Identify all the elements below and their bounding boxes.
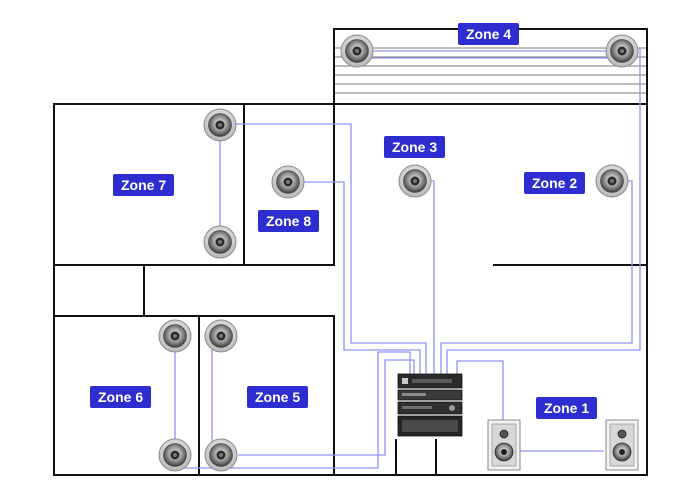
ceiling-speaker-icon xyxy=(595,164,629,198)
ceiling-speaker-icon xyxy=(398,164,432,198)
ceiling-speaker-icon xyxy=(271,165,305,199)
zone-4-label: Zone 4 xyxy=(458,23,520,45)
deck-lines xyxy=(334,47,646,94)
zone-8-label: Zone 8 xyxy=(258,210,320,232)
ceiling-speaker-icon xyxy=(340,34,374,68)
zone-7-label: Zone 7 xyxy=(113,174,175,196)
ceiling-speaker-icon xyxy=(203,108,237,142)
wall-speakers xyxy=(487,419,639,471)
ceiling-speaker-icon xyxy=(158,319,192,353)
zone-1-label: Zone 1 xyxy=(536,397,598,419)
ceiling-speaker-icon xyxy=(204,438,238,472)
ceiling-speaker-icon xyxy=(158,438,192,472)
equipment-rack-icon xyxy=(397,373,463,437)
zone-3-label: Zone 3 xyxy=(384,136,446,158)
zone-5-label: Zone 5 xyxy=(247,386,309,408)
wall-speaker-icon xyxy=(487,419,521,471)
ceiling-speaker-icon xyxy=(204,319,238,353)
ceiling-speaker-icon xyxy=(203,225,237,259)
zone-6-label: Zone 6 xyxy=(90,386,152,408)
walls xyxy=(53,28,648,476)
zone-2-label: Zone 2 xyxy=(524,172,586,194)
ceiling-speaker-icon xyxy=(605,34,639,68)
wall-speaker-icon xyxy=(605,419,639,471)
